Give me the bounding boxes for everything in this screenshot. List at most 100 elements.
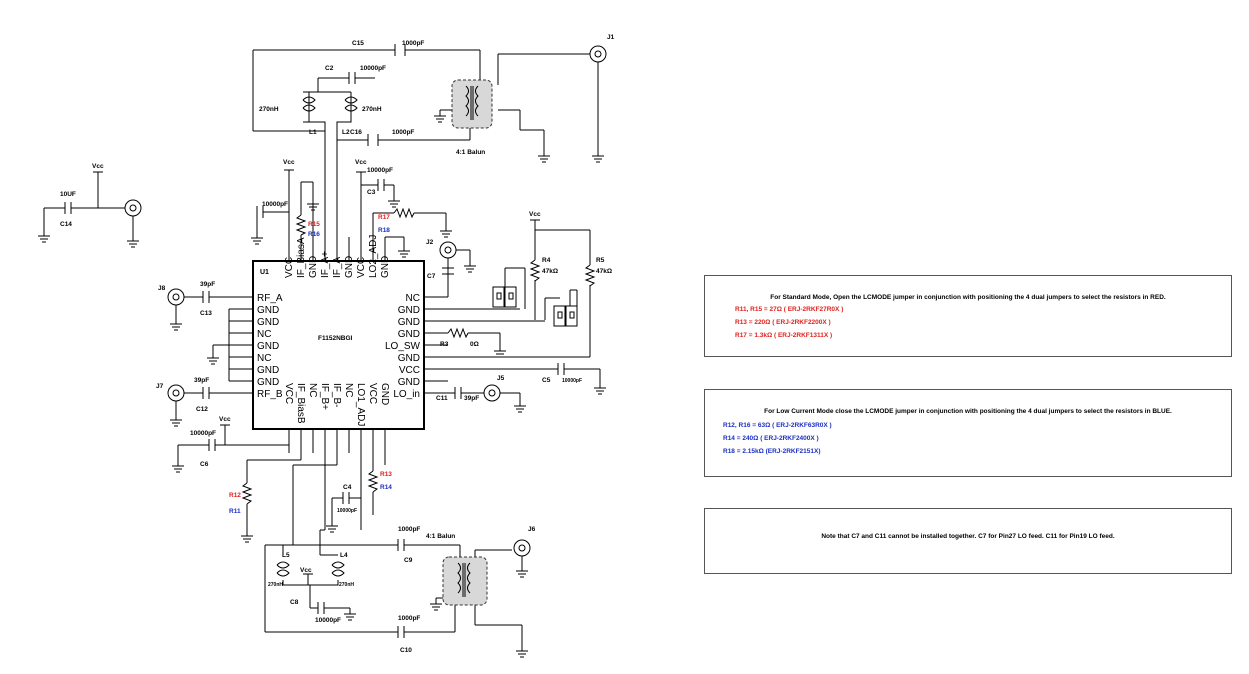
j1-label: J1 — [607, 34, 615, 41]
c15-value: 1000pF — [402, 40, 424, 47]
top-pin-6: GND — [344, 256, 355, 278]
c14-label: C14 — [60, 221, 72, 228]
r4-value: 47kΩ — [542, 268, 558, 275]
right-pin-5: LO_SW — [385, 341, 421, 352]
c3-label: C3 — [367, 189, 376, 196]
c9-value: 1000pF — [398, 526, 420, 533]
r18-label: R18 — [378, 227, 390, 234]
l5-value: 270nH — [268, 582, 283, 588]
j-c14-connector — [124, 199, 142, 217]
r17-label: R17 — [378, 214, 390, 221]
j6-label: J6 — [528, 526, 536, 533]
r15-label: R15 — [308, 221, 320, 228]
c16-label: C16 — [350, 129, 362, 136]
j5-label: J5 — [497, 375, 505, 382]
l4-value: 270nH — [339, 582, 354, 588]
r3-value: 0Ω — [470, 341, 479, 348]
c7-c11-note: Note that C7 and C11 cannot be installed… — [704, 508, 1232, 574]
c9-label: C9 — [404, 557, 413, 564]
bottom-pin-9: GND — [379, 383, 390, 405]
bottom-pin-1: VCC — [283, 383, 294, 404]
left-pin-8: GND — [257, 377, 279, 388]
c2-label: C2 — [325, 65, 334, 72]
r3-label: R3 — [440, 341, 449, 348]
r14-label: R14 — [380, 484, 392, 491]
r12-label: R12 — [229, 492, 241, 499]
vcc-top-right-label: Vcc — [355, 159, 367, 166]
left-pin-6: NC — [257, 353, 271, 364]
l1-label: L1 — [309, 129, 317, 136]
bottom-pin-2: IF_BiasB — [295, 383, 306, 424]
r4-label: R4 — [542, 257, 551, 264]
j7-label: J7 — [156, 383, 164, 390]
vcc-l-label: Vcc — [300, 567, 312, 574]
balun-bottom-label: 4:1 Balun — [426, 533, 455, 540]
right-pin-3: GND — [398, 317, 420, 328]
right-pin-8: GND — [398, 377, 420, 388]
c10-label: C10 — [400, 647, 412, 654]
j8-label: J8 — [158, 285, 166, 292]
c2-value: 10000pF — [360, 65, 386, 72]
vcc-r4-label: Vcc — [529, 211, 541, 218]
low-current-heading: For Low Current Mode close the LCMODE ju… — [764, 408, 1172, 415]
standard-mode-line-3: R17 = 1.3kΩ ( ERJ-2RKF1311X ) — [735, 332, 833, 339]
top-pin-7: VCC — [356, 257, 367, 278]
c8-label: C8 — [290, 599, 299, 606]
l5-label: L5 — [282, 552, 290, 559]
j2-connector — [439, 241, 457, 259]
l2-label: L2 — [342, 129, 350, 136]
j7-connector — [167, 384, 185, 402]
l4-label: L4 — [340, 552, 348, 559]
vcc-top-left-label: Vcc — [283, 159, 295, 166]
top-pin-1: VCC — [284, 257, 295, 278]
standard-mode-line-2: R13 = 220Ω ( ERJ-2RKF2200X ) — [735, 319, 831, 326]
top-pin-8: LO2_ADJ — [368, 235, 379, 278]
c11-label: C11 — [436, 395, 448, 402]
j6-connector — [513, 539, 531, 557]
left-pin-5: GND — [257, 341, 279, 352]
low-current-line-2: R14 = 240Ω ( ERJ-2RKF2400X ) — [723, 435, 819, 442]
j2-label: J2 — [426, 239, 434, 246]
c8-value: 10000pF — [315, 617, 341, 624]
c1-value: 10000pF — [262, 201, 288, 208]
r5-label: R5 — [596, 257, 605, 264]
bottom-pin-5: IF_B- — [331, 383, 342, 407]
top-pin-2: IF_BiasA — [296, 237, 307, 278]
c4-value: 10000pF — [337, 508, 357, 514]
top-pin-9: GND — [380, 256, 391, 278]
vcc-c6-label: Vcc — [219, 416, 231, 423]
right-pin-4: GND — [398, 329, 420, 340]
c5-label: C5 — [542, 377, 551, 384]
c12-value: 39pF — [194, 377, 209, 384]
c14-value: 10UF — [60, 191, 76, 198]
left-pin-7: GND — [257, 365, 279, 376]
right-pin-9: LO_in — [393, 389, 420, 400]
right-pin-1: NC — [406, 293, 420, 304]
ic-part-number: F1152NBGI — [318, 335, 353, 342]
low-current-line-1: R12, R16 = 63Ω ( ERJ-2RKF63R0X ) — [723, 422, 832, 429]
low-current-note: For Low Current Mode close the LCMODE ju… — [704, 389, 1232, 477]
bottom-pin-3: NC — [307, 383, 318, 397]
left-pin-4: NC — [257, 329, 271, 340]
left-pin-9: RF_B — [257, 389, 283, 400]
r11-label: R11 — [229, 508, 241, 515]
l2-value: 270nH — [362, 106, 382, 113]
r5-value: 47kΩ — [596, 268, 612, 275]
c12-label: C12 — [196, 406, 208, 413]
top-pin-3: GND — [308, 256, 319, 278]
c7-c11-note-text: Note that C7 and C11 cannot be installed… — [821, 533, 1115, 540]
c6-value: 10000pF — [190, 430, 216, 437]
bottom-pin-4: IF_B+ — [319, 383, 330, 410]
c5-value: 10000pF — [562, 378, 582, 384]
bottom-pin-6: NC — [343, 383, 354, 397]
ic-ref: U1 — [260, 269, 269, 276]
right-pin-2: GND — [398, 305, 420, 316]
j8-connector — [167, 288, 185, 306]
j1-connector — [589, 45, 607, 63]
right-pin-7: VCC — [399, 365, 420, 376]
standard-mode-line-1: R11, R15 = 27Ω ( ERJ-2RKF27R0X ) — [735, 306, 844, 313]
c10-value: 1000pF — [398, 615, 420, 622]
